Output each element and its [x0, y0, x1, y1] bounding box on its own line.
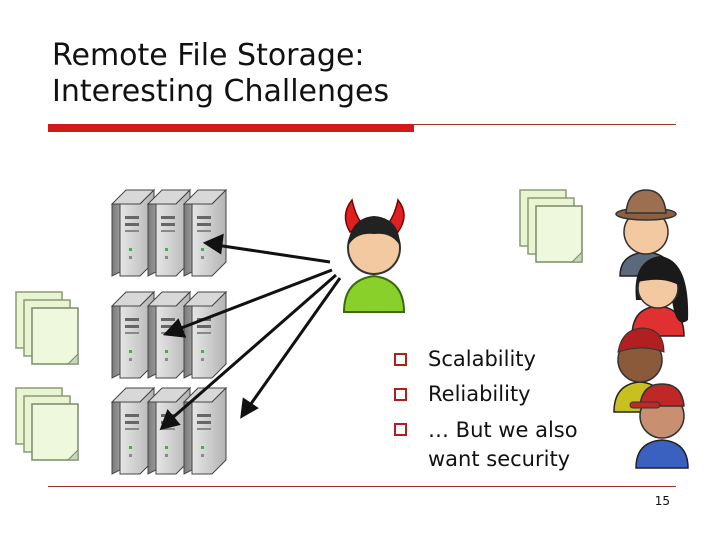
- document-stack-icon: [15, 291, 79, 365]
- server-icon: [183, 189, 227, 277]
- user-person-icon: [629, 383, 689, 469]
- arrow-icon: [169, 273, 337, 422]
- slide-title: Remote File Storage: Interesting Challen…: [52, 38, 672, 110]
- user-person-icon: [631, 256, 689, 337]
- server-cluster-1: [111, 189, 227, 277]
- arrow-icon: [175, 268, 333, 332]
- server-cluster-3: [111, 387, 227, 475]
- bullet-square-icon: [394, 353, 407, 366]
- arrow-head: [159, 409, 181, 431]
- title-rule-accent: [48, 124, 414, 132]
- bullet-list: Scalability Reliability … But we also wa…: [392, 346, 632, 474]
- bullet-item: … But we also want security: [392, 416, 632, 474]
- document-stack-icon: [519, 189, 583, 263]
- arrows: [159, 233, 342, 431]
- bullet-item: Reliability: [392, 381, 632, 408]
- attacker-devil-icon: [342, 198, 406, 313]
- page-number: 15: [654, 494, 670, 508]
- server-icon: [183, 291, 227, 379]
- bullet-square-icon: [394, 388, 407, 401]
- bullet-text: … But we also want security: [428, 418, 578, 471]
- bullet-item: Scalability: [392, 346, 632, 373]
- arrow-head: [202, 233, 224, 255]
- arrow-icon: [246, 277, 342, 409]
- title-line-1: Remote File Storage:: [52, 38, 365, 73]
- bullet-square-icon: [394, 423, 407, 436]
- title-line-2: Interesting Challenges: [52, 74, 390, 109]
- arrow-head: [162, 318, 187, 338]
- footer-rule: [48, 486, 676, 487]
- arrow-icon: [215, 243, 331, 264]
- document-stack-icon: [15, 387, 79, 461]
- bullet-text: Reliability: [428, 382, 531, 406]
- arrow-head: [240, 397, 259, 419]
- bullet-text: Scalability: [428, 347, 536, 371]
- user-person-icon: [613, 327, 667, 413]
